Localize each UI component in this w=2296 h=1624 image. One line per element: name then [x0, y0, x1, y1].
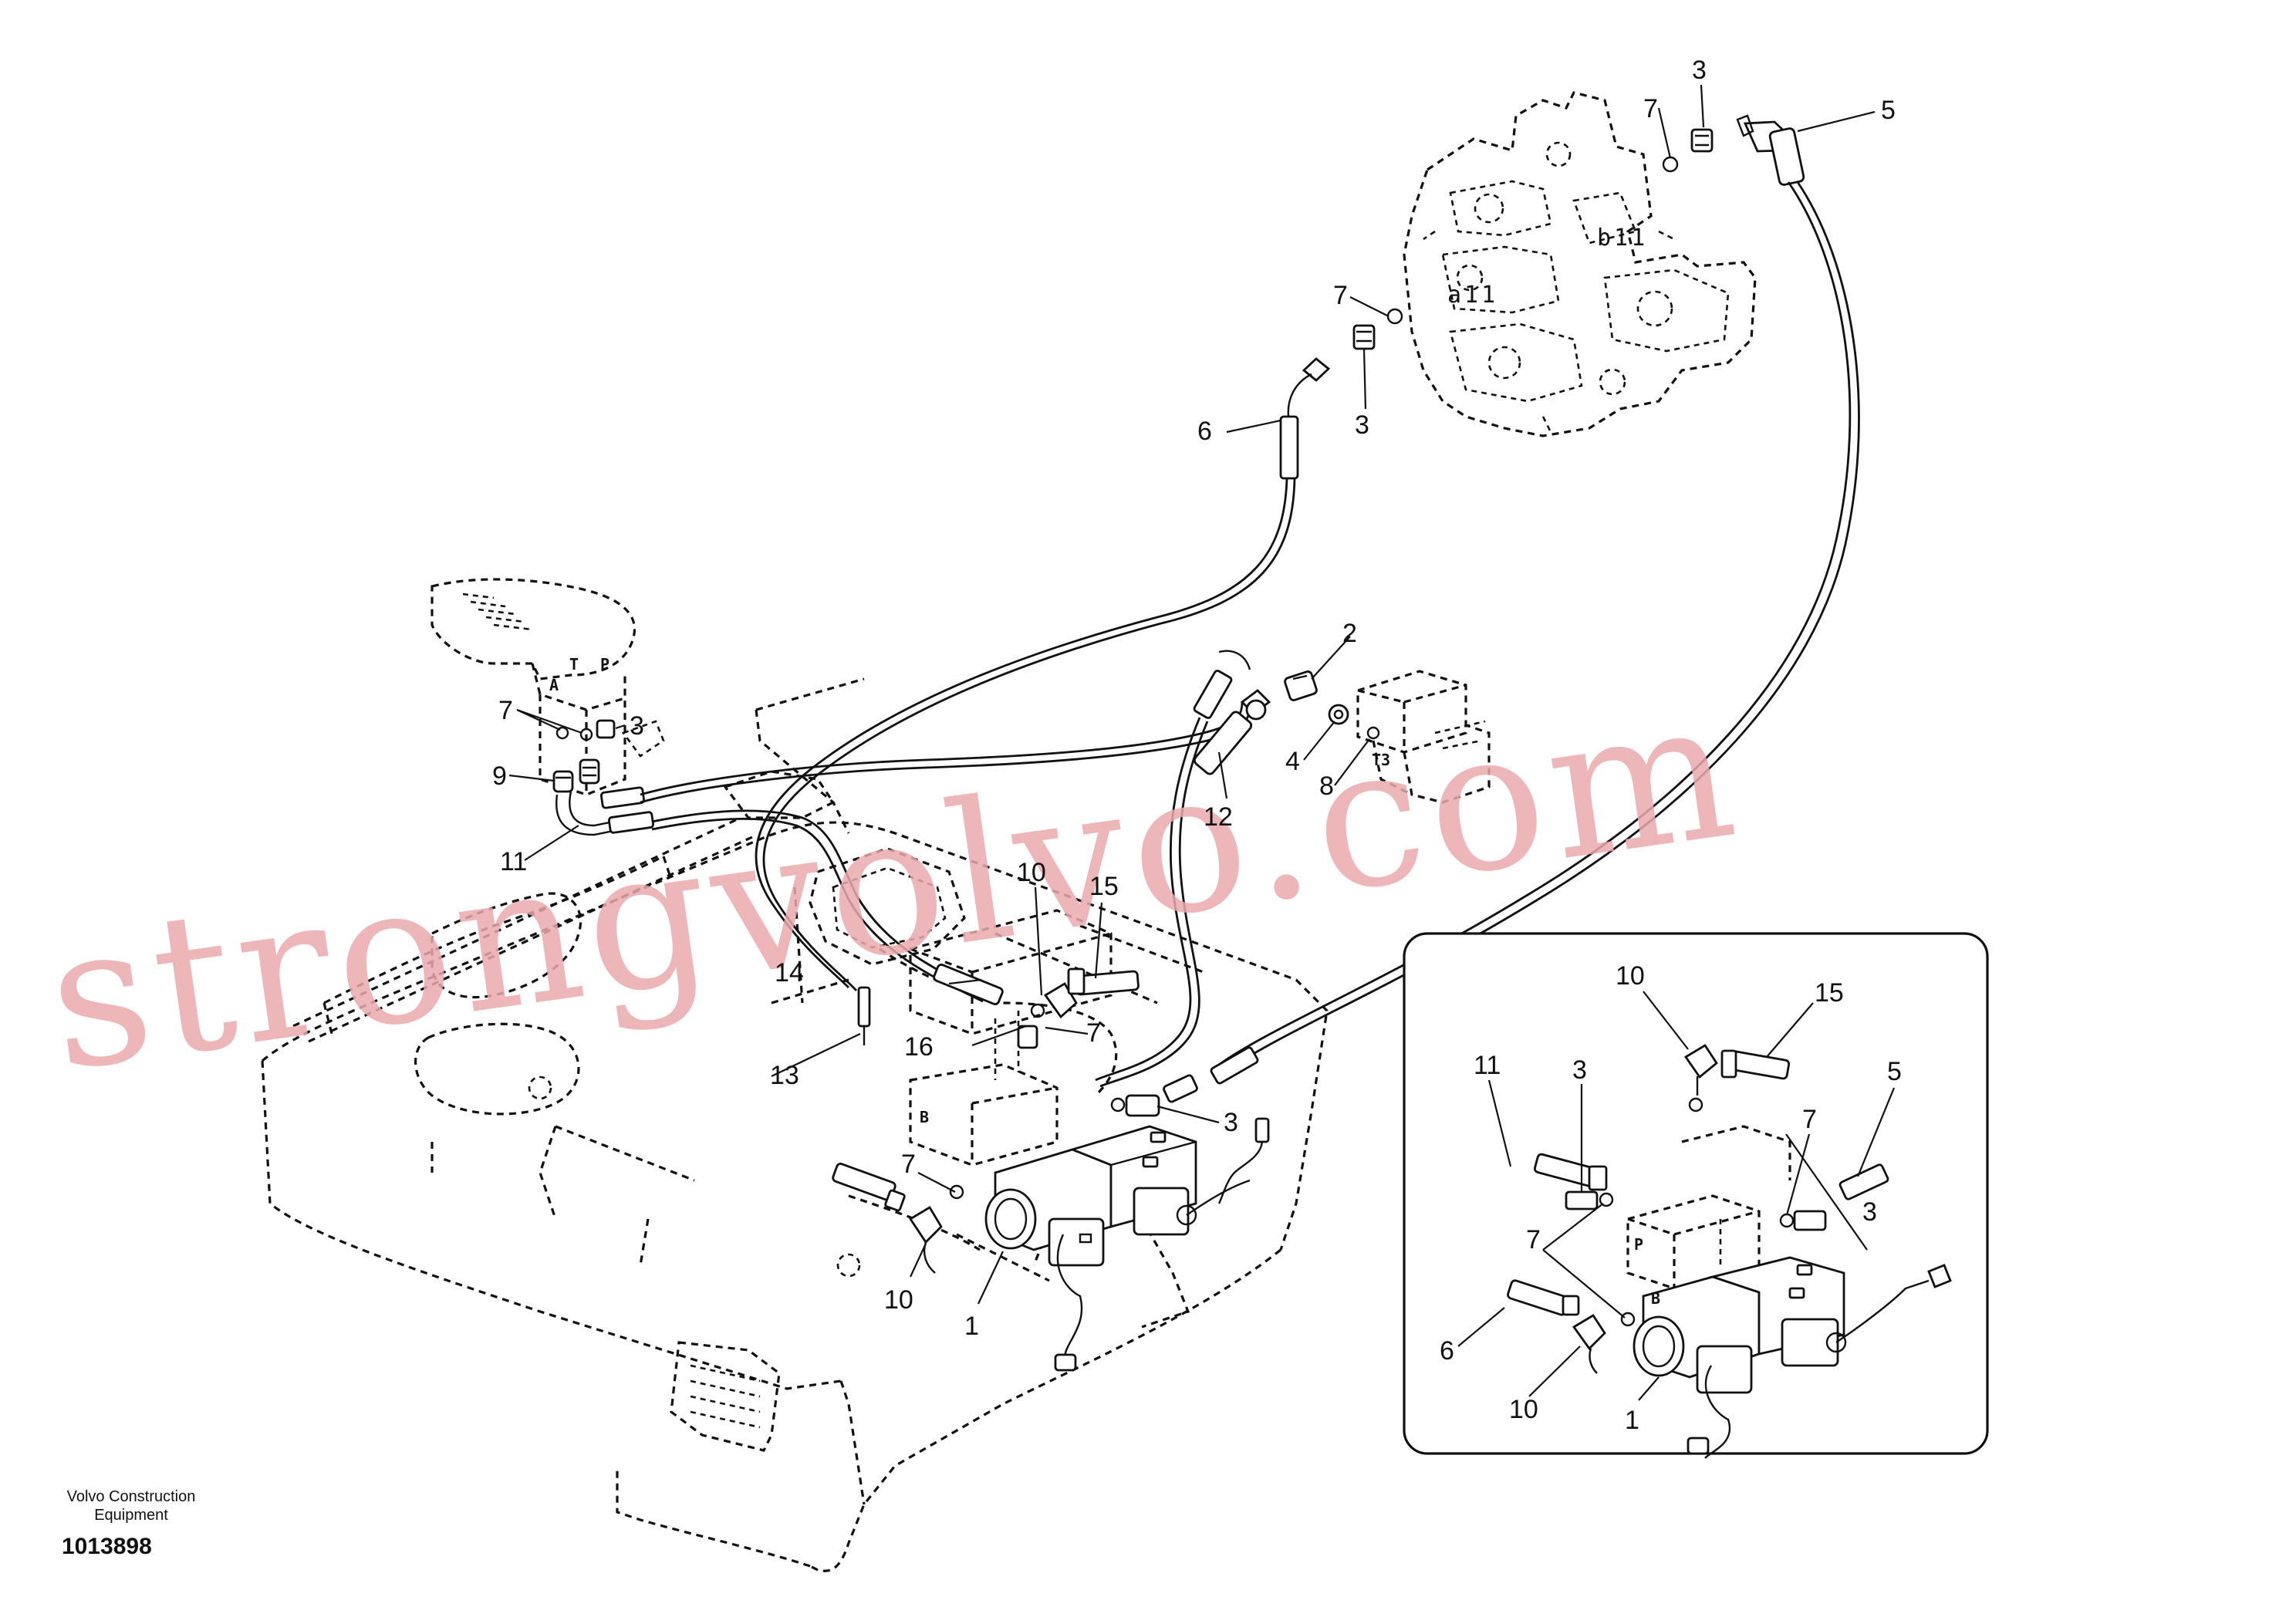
- port-label-a11: a11: [1447, 282, 1498, 309]
- callout-10-top: 10: [1017, 858, 1046, 887]
- inset-callout-15: 15: [1815, 978, 1844, 1008]
- port-label-b-inset: B: [1651, 1289, 1660, 1308]
- fitting-4: [1328, 704, 1349, 725]
- callout-3-center: 3: [1224, 1108, 1238, 1137]
- fitting-2: [1284, 670, 1318, 701]
- callout-8: 8: [1319, 771, 1334, 801]
- callout-7-left: 7: [901, 1150, 916, 1179]
- fitting-3-center: [1110, 1074, 1198, 1117]
- inset-callout-7-right: 7: [1802, 1105, 1817, 1134]
- callout-15: 15: [1089, 872, 1119, 901]
- callout-7-top: 7: [1643, 94, 1658, 123]
- callout-numbers: 5 3 7 7 3 6 2 4 8 12 7 3 9 11 10 15 14 1…: [492, 56, 1902, 1435]
- detail-inset: P B: [1403, 932, 1989, 1459]
- brand-line-1: Volvo Construction: [66, 1488, 196, 1505]
- callout-3-a11: 3: [1355, 410, 1369, 440]
- electric-connector: [1217, 1117, 1270, 1204]
- port-label-p-inset: P: [1634, 1235, 1643, 1254]
- inset-callout-7-left: 7: [1526, 1225, 1541, 1254]
- callout-9: 9: [492, 761, 507, 791]
- document-number: 1013898: [62, 1534, 152, 1559]
- port-label-p: P: [600, 655, 609, 674]
- port-label-b11: b11: [1597, 225, 1648, 252]
- inset-callout-11: 11: [1474, 1051, 1501, 1080]
- hose-12: [1095, 650, 1271, 1088]
- inset-callout-3-left: 3: [1572, 1055, 1587, 1085]
- port-label-t: T: [569, 655, 579, 674]
- fitting-adapter-top: [1662, 128, 1714, 173]
- port-label-a: A: [549, 676, 559, 694]
- fitting-adapter-a11: [1352, 308, 1403, 350]
- callout-12: 12: [1204, 802, 1233, 832]
- pedal-fittings: [552, 719, 616, 793]
- hose-6-end: [832, 1163, 906, 1212]
- callout-2: 2: [1342, 619, 1357, 648]
- brand-line-2: Equipment: [94, 1507, 168, 1524]
- hose-6: [755, 357, 1331, 991]
- callout-3-pedal: 3: [630, 711, 644, 741]
- solenoid-valve-1: [984, 1125, 1251, 1372]
- hose-5: [1218, 114, 1860, 1072]
- callout-13: 13: [770, 1061, 799, 1090]
- solenoid-block-small: T3: [1356, 670, 1491, 804]
- travel-pedal: T P A: [430, 578, 665, 796]
- callout-1: 1: [964, 1312, 979, 1341]
- port-label-t3: T3: [1372, 751, 1390, 769]
- inset-callout-5: 5: [1887, 1057, 1902, 1086]
- callout-5: 5: [1881, 96, 1896, 125]
- callout-6: 6: [1197, 417, 1212, 446]
- callout-4: 4: [1285, 747, 1300, 776]
- hose-15-center: [1067, 967, 1140, 996]
- diagram-footer: Volvo Construction Equipment 1013898: [31, 1487, 231, 1560]
- callout-3-top: 3: [1692, 56, 1707, 85]
- callout-11: 11: [500, 847, 527, 876]
- callout-7-pedal: 7: [498, 696, 513, 725]
- inset-callout-6: 6: [1440, 1336, 1454, 1366]
- main-control-valve: b11 a11: [1403, 91, 1757, 437]
- inset-callout-3-right: 3: [1862, 1197, 1877, 1227]
- callout-7-center: 7: [1086, 1018, 1101, 1048]
- callout-7-a11: 7: [1333, 281, 1348, 310]
- hose-5-end: [1210, 1046, 1259, 1085]
- leader-lines: [508, 84, 1896, 1401]
- oring-8: [1366, 726, 1380, 740]
- callout-14: 14: [775, 958, 804, 988]
- travel-manifold: B: [909, 909, 1113, 1167]
- port-label-b: B: [920, 1108, 929, 1126]
- callout-10-left: 10: [884, 1285, 913, 1315]
- inset-callout-1: 1: [1625, 1406, 1639, 1435]
- hose-14: [857, 964, 1004, 1045]
- fitting-10-top: [1017, 982, 1078, 1049]
- callout-16: 16: [904, 1032, 934, 1062]
- inset-callout-10-top: 10: [1616, 961, 1645, 991]
- inset-callout-10-bottom: 10: [1509, 1395, 1538, 1424]
